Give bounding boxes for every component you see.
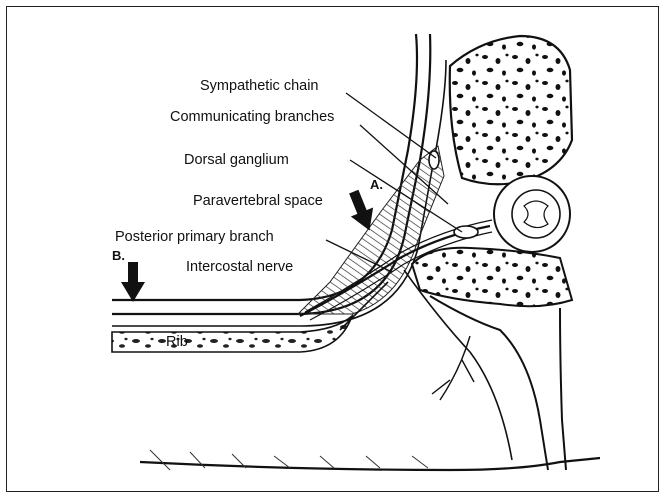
label-rib: Rib	[166, 335, 188, 350]
dorsal-ganglion-shape	[454, 226, 478, 238]
label-communicating-branches: Communicating branches	[170, 110, 334, 125]
spinal-cord	[512, 190, 560, 238]
label-posterior-primary-branch: Posterior primary branch	[115, 230, 274, 245]
rib-bone	[112, 316, 352, 352]
label-sympathetic-chain: Sympathetic chain	[200, 79, 318, 94]
label-dorsal-ganglium: Dorsal ganglium	[184, 153, 289, 168]
vertebral-lamina	[412, 248, 572, 306]
label-intercostal-nerve: Intercostal nerve	[186, 260, 293, 275]
arrow-a-label: A.	[370, 178, 383, 191]
arrow-b-icon	[121, 262, 145, 302]
vertebral-body-upper	[450, 36, 572, 184]
arrow-b-label: B.	[112, 249, 125, 262]
leader-sympathetic-chain	[346, 93, 436, 158]
label-paravertebral-space: Paravertebral space	[193, 194, 323, 209]
posterior-branch-nerve	[432, 336, 474, 400]
